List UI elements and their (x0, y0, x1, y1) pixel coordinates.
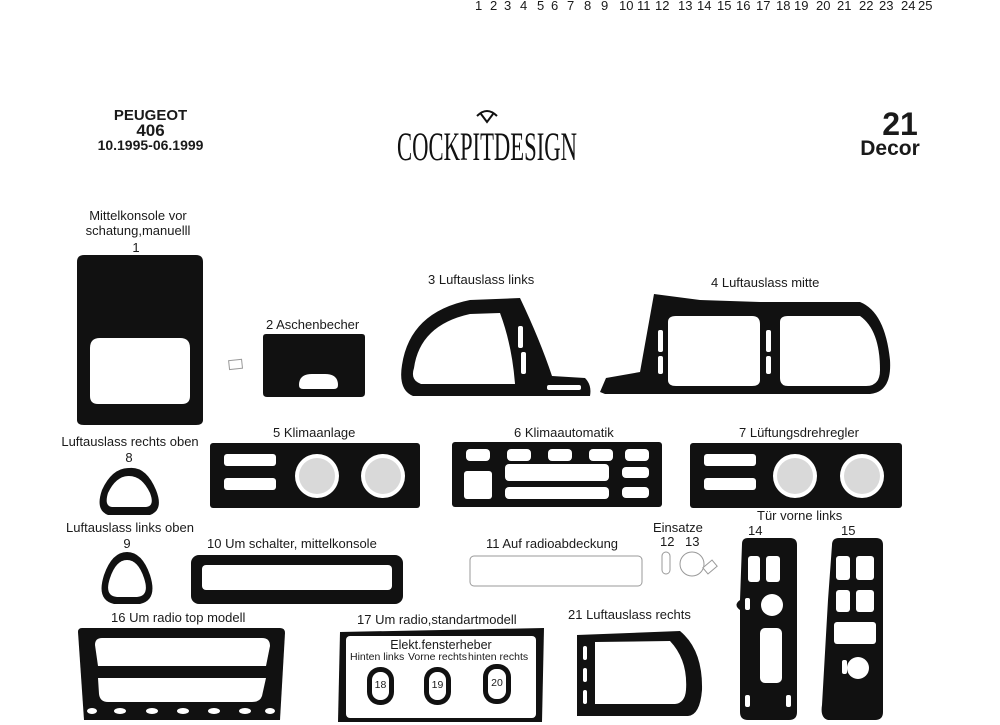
logo-text: COCKPITDESIGN (397, 124, 577, 169)
catalog-number-strip: 1 2 3 4 5 6 7 8 9 10 11 12 13 14 15 16 1… (470, 0, 940, 14)
catalog-number: 11 (637, 0, 651, 13)
catalog-number: 17 (756, 0, 771, 13)
part-12-13-shape (661, 551, 718, 577)
catalog-number: 6 (551, 0, 559, 13)
part-1-title: Mittelkonsole vor schatung,manuelll (85, 208, 191, 238)
catalog-number: 12 (655, 0, 670, 13)
part-16-label: 16 Um radio top modell (111, 610, 246, 625)
part-8-number: 8 (125, 450, 133, 465)
vehicle-model: 406 (136, 121, 165, 140)
logo-mark: COCKPITDESIGN (397, 110, 577, 169)
part-18-number: 18 (374, 679, 387, 691)
catalog-number: 9 (601, 0, 609, 13)
catalog-number: 13 (678, 0, 693, 13)
part-8-shape (99, 467, 159, 515)
part-15-number: 15 (841, 523, 856, 538)
part-19-number: 19 (431, 679, 444, 691)
set-name: Decor (860, 137, 920, 160)
part-9-shape (101, 552, 153, 604)
part-3-label: 3 Luftauslass links (428, 272, 535, 287)
part-19-sub: Vorne rechts (408, 651, 467, 663)
part-20-number: 20 (491, 677, 503, 689)
part-18-20-title: Elekt.fensterheber (390, 638, 492, 652)
part-12-13-title: Einsatze (653, 520, 703, 535)
vehicle-brand: PEUGEOT (113, 107, 188, 124)
part-1-shape (77, 255, 203, 425)
part-1-number: 1 (132, 240, 140, 255)
part-18-20-shapes (367, 664, 511, 705)
part-16-shape (78, 628, 285, 720)
part-5-label: 5 Klimaanlage (273, 425, 356, 440)
part-17-label: 17 Um radio,standartmodell (357, 612, 517, 627)
catalog-number: 7 (567, 0, 575, 13)
catalog-number: 5 (537, 0, 545, 13)
part-13-number: 13 (685, 534, 700, 549)
part-5-shape (210, 443, 420, 508)
part-14-15-title: Tür vorne links (757, 508, 843, 523)
catalog-number: 18 (776, 0, 791, 13)
part-20-sub: hinten rechts (468, 651, 529, 663)
part-7-label: 7 Lüftungsdrehregler (739, 425, 859, 440)
part-10-shape (191, 555, 403, 604)
catalog-number: 20 (816, 0, 831, 13)
part-2-shape (263, 334, 365, 397)
catalog-number: 1 (475, 0, 483, 13)
catalog-number: 3 (504, 0, 512, 13)
cockpitdesign-logo: COCKPITDESIGN (395, 108, 580, 180)
set-number: 21 (882, 106, 918, 142)
part-21-shape (577, 631, 703, 716)
part-14-shape (736, 538, 797, 720)
part-14-number: 14 (748, 523, 763, 538)
part-12-number: 12 (660, 534, 675, 549)
vehicle-info: PEUGEOT 406 10.1995-06.1999 (88, 108, 213, 153)
part-10-label: 10 Um schalter, mittelkonsole (207, 536, 377, 551)
part-2-label: 2 Aschenbecher (266, 317, 360, 332)
part-4-shape (600, 294, 891, 394)
catalog-number: 24 (901, 0, 916, 13)
catalog-number: 10 (619, 0, 634, 13)
catalog-number: 8 (584, 0, 592, 13)
part-21-label: 21 Luftauslass rechts (568, 607, 691, 622)
part-18-sub: Hinten links (350, 651, 405, 663)
part-8-title: Luftauslass rechts oben (61, 434, 199, 449)
catalog-number: 14 (697, 0, 712, 13)
part-15-shape (821, 538, 883, 720)
catalog-number: 4 (520, 0, 528, 13)
part-7-shape (690, 443, 902, 508)
catalog-number: 19 (794, 0, 809, 13)
part-6-label: 6 Klimaautomatik (514, 425, 614, 440)
part-11-label: 11 Auf radioabdeckung (486, 536, 619, 551)
part-9-title: Luftauslass links oben (66, 520, 194, 535)
catalog-number: 22 (859, 0, 874, 13)
part-4-label: 4 Luftauslass mitte (711, 275, 820, 290)
part-6-shape (452, 442, 662, 507)
catalog-number: 15 (717, 0, 732, 13)
part-11-shape (469, 555, 643, 587)
catalog-number: 23 (879, 0, 894, 13)
catalog-number: 21 (837, 0, 852, 13)
catalog-number: 25 (918, 0, 933, 13)
vehicle-years: 10.1995-06.1999 (97, 137, 204, 153)
catalog-number: 2 (490, 0, 498, 13)
catalog-number: 16 (736, 0, 751, 13)
part-9-number: 9 (123, 536, 131, 551)
part-3-shape (401, 298, 591, 396)
ghost-piece (228, 358, 244, 371)
